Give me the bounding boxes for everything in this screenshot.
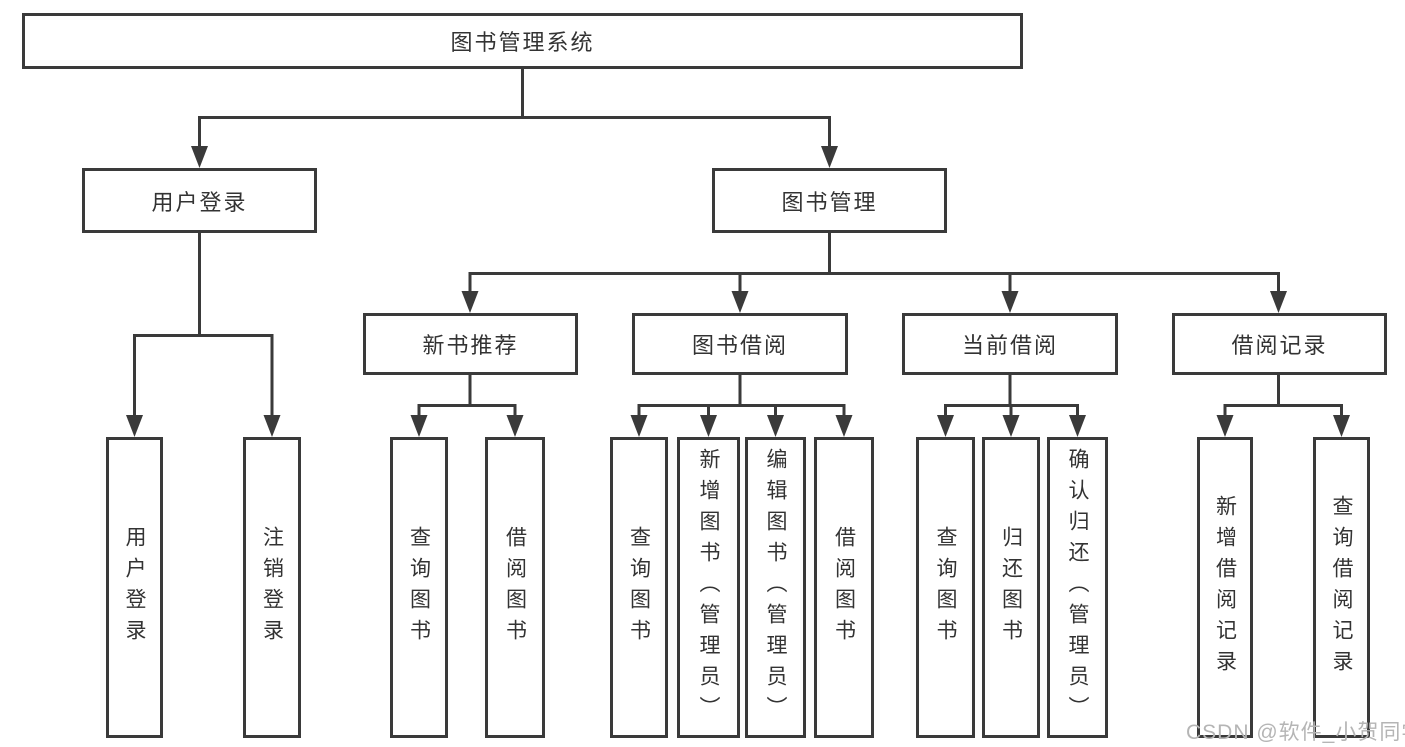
leaf-current-query-books: 查询图书: [916, 437, 975, 738]
leaf-current-confirm-return-admin: 确认归还（管理员）: [1047, 437, 1108, 738]
node-book-borrowing: 图书借阅: [632, 313, 848, 375]
csdn-watermark: CSDN @软件_小贺同学: [1186, 721, 1405, 744]
node-current-borrowing: 当前借阅: [902, 313, 1118, 375]
leaf-borrowing-query-books: 查询图书: [610, 437, 668, 738]
connector-new-book-to-leaves: [410, 375, 524, 437]
leaf-new-book-borrow-books: 借阅图书: [485, 437, 545, 738]
node-user-login: 用户登录: [82, 168, 317, 233]
node-new-book-recommend: 新书推荐: [363, 313, 578, 375]
connector-root-to-level2: [191, 69, 838, 168]
connector-user-login-to-leaves: [126, 233, 281, 437]
leaf-borrowing-add-books-admin: 新增图书（管理员）: [677, 437, 740, 738]
leaf-records-add-borrow-record: 新增借阅记录: [1197, 437, 1253, 738]
leaf-current-return-books: 归还图书: [982, 437, 1040, 738]
node-borrowing-records: 借阅记录: [1172, 313, 1387, 375]
leaf-borrowing-borrow-books: 借阅图书: [814, 437, 874, 738]
connector-book-borrowing-to-leaves: [630, 375, 853, 437]
node-book-management: 图书管理: [712, 168, 947, 233]
leaf-new-book-query-books: 查询图书: [390, 437, 448, 738]
leaf-logout: 注销登录: [243, 437, 301, 738]
connector-current-borrowing-to-leaves: [937, 375, 1086, 437]
node-library-management-system: 图书管理系统: [22, 13, 1023, 69]
leaf-records-query-borrow-record: 查询借阅记录: [1313, 437, 1370, 738]
connector-borrowing-records-to-leaves: [1216, 375, 1350, 437]
leaf-user-login: 用户登录: [106, 437, 163, 738]
leaf-borrowing-edit-books-admin: 编辑图书（管理员）: [745, 437, 806, 738]
connector-book-management-to-level3: [461, 233, 1287, 313]
